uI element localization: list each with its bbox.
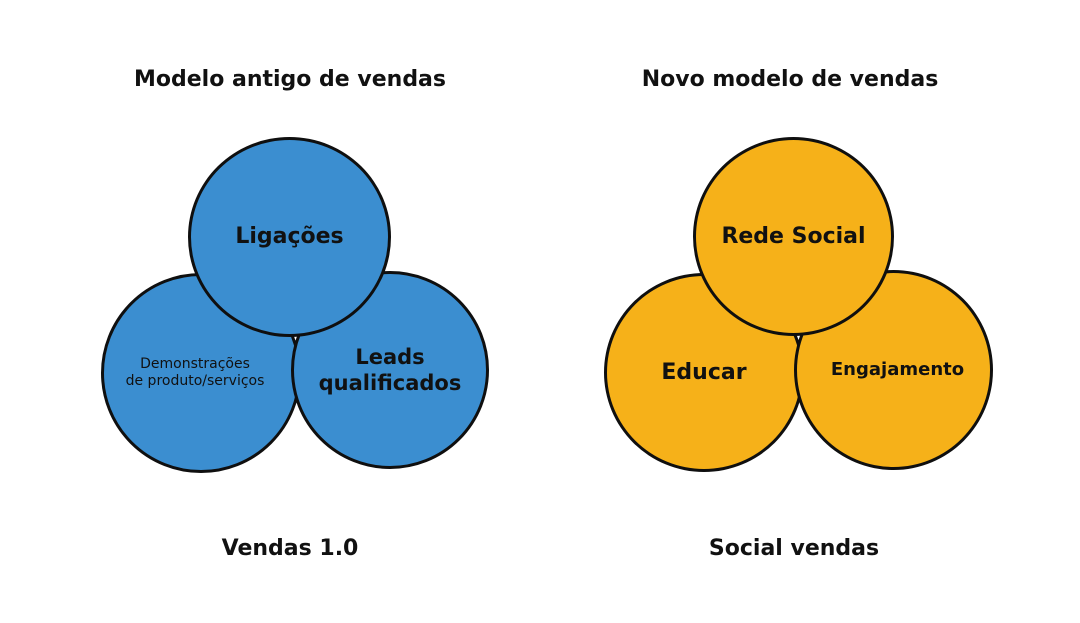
circle-demonstracoes-line1: Demonstrações: [140, 355, 250, 372]
old-model-caption: Vendas 1.0: [221, 536, 359, 561]
circle-leads-label: Leads qualificados: [319, 344, 462, 397]
circle-ligacoes: Ligações: [188, 137, 391, 337]
new-model-title: Novo modelo de vendas: [641, 67, 939, 92]
circle-ligacoes-label: Ligações: [235, 224, 344, 250]
circle-leads-qualificados: Leads qualificados: [291, 271, 489, 469]
circle-educar-label: Educar: [661, 359, 747, 385]
circle-demonstracoes-line2: de produto/serviços: [125, 373, 265, 389]
circle-engajamento-label: Engajamento: [830, 358, 965, 380]
old-model-title: Modelo antigo de vendas: [133, 67, 447, 92]
circle-rede-social-label: Rede Social: [721, 223, 866, 249]
new-model-caption: Social vendas: [708, 536, 880, 561]
circle-demonstracoes-label: Demonstrações de produto/serviços: [126, 356, 277, 391]
circle-leads-line1: Leads: [355, 344, 425, 369]
circle-rede-social: Rede Social: [693, 137, 894, 336]
circle-leads-line2: qualificados: [318, 371, 462, 395]
